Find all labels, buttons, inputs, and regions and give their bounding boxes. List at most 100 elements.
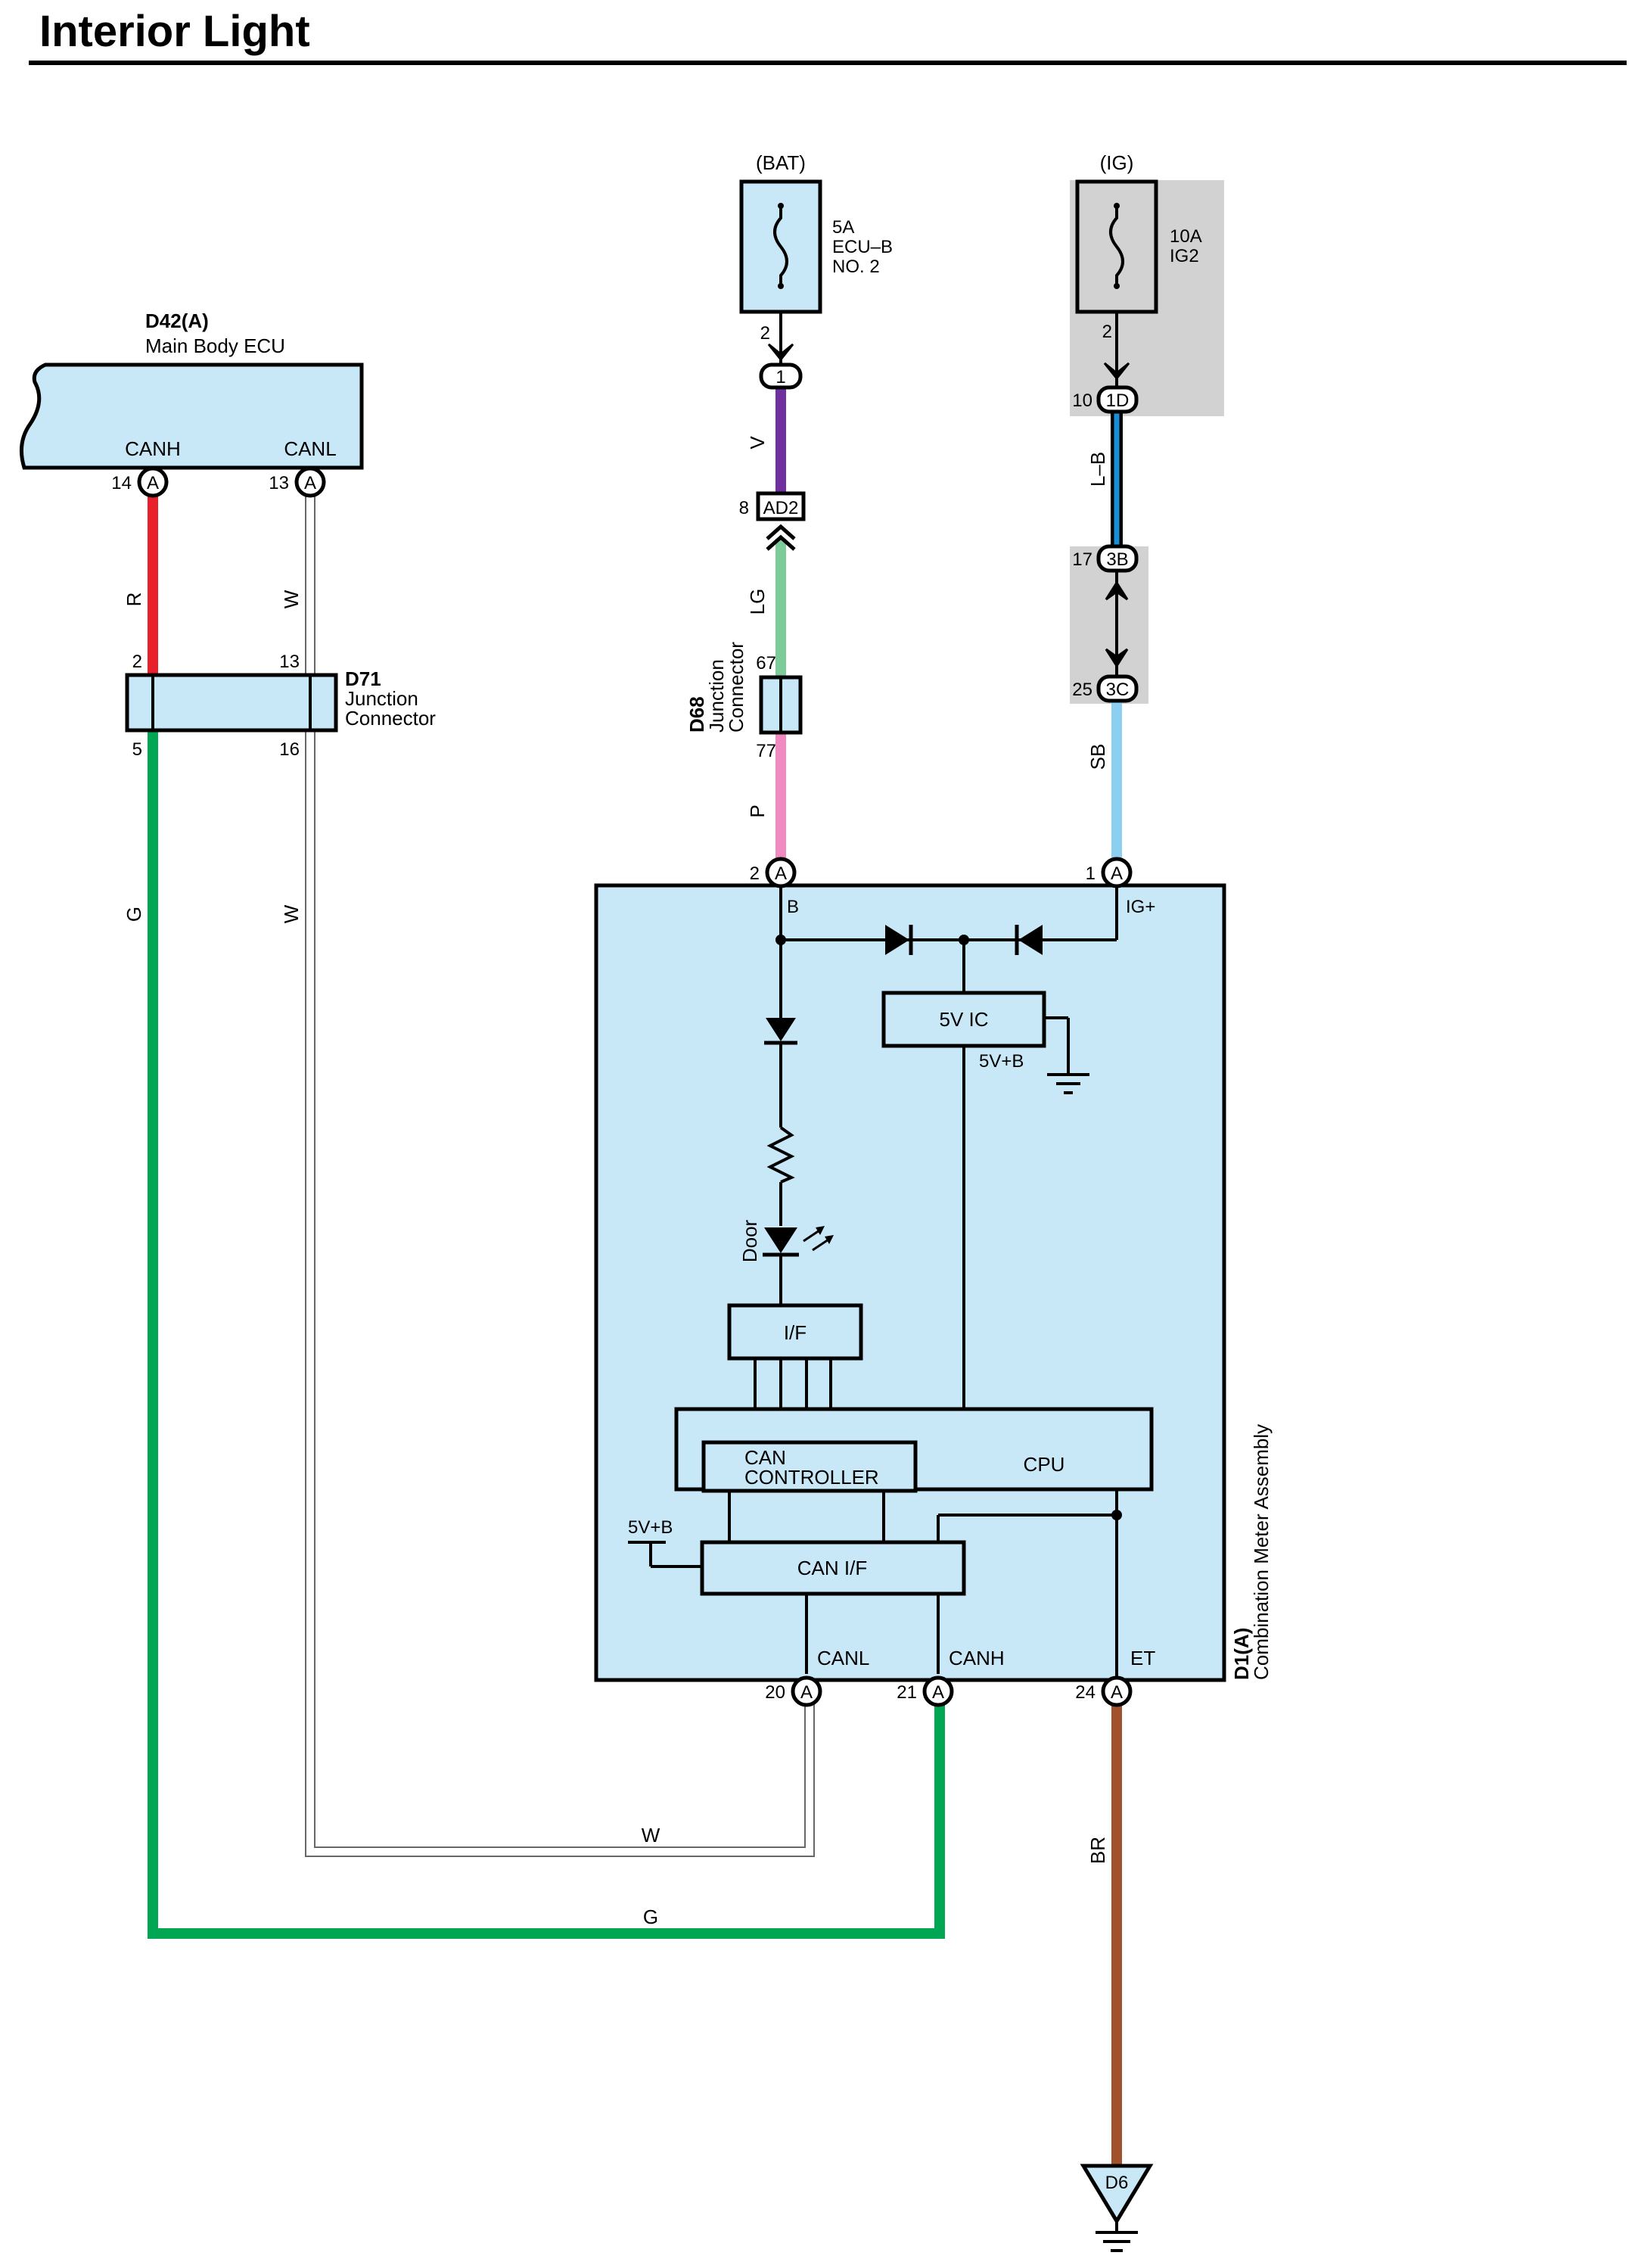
if-box xyxy=(727,1303,863,1361)
if-label: I/F xyxy=(784,1321,807,1344)
wire-label-w-bottom: W xyxy=(642,1824,660,1846)
led-icon xyxy=(763,1226,834,1257)
wire-label-g1: G xyxy=(123,907,145,922)
chevron-up-icon xyxy=(766,524,796,551)
d68-code: D68 xyxy=(685,696,708,733)
fuse-end-bottom xyxy=(1114,283,1120,289)
meter-canl-label: CANL xyxy=(817,1647,869,1669)
ecu-canh-pin: 14 xyxy=(111,473,132,493)
title-rule xyxy=(29,61,1627,65)
ig-conn-1d xyxy=(1096,385,1139,414)
d71-pin-bot-left: 5 xyxy=(132,739,142,760)
meter-pin-b-letter: A xyxy=(775,863,787,884)
ig-conn-3b-label: 3B xyxy=(1106,549,1128,570)
node-dot xyxy=(959,935,969,945)
ig-conn-3c-pin: 25 xyxy=(1072,680,1092,700)
connector-pin-icon: A xyxy=(1101,1675,1133,1707)
ground-triangle xyxy=(1080,2164,1154,2225)
meter-ig-label: IG+ xyxy=(1126,897,1155,917)
d71-name-2: Connector xyxy=(345,707,436,730)
five-v-ic-out-label: 5V+B xyxy=(979,1051,1024,1072)
meter-et-label: ET xyxy=(1130,1647,1155,1669)
can-controller-box xyxy=(701,1440,918,1493)
wire-label-lb: L–B xyxy=(1086,452,1109,487)
connector-pin-icon: A xyxy=(1101,857,1133,888)
meter-canh-label: CANH xyxy=(949,1647,1005,1669)
meter-pin-ig-num: 1 xyxy=(1086,863,1096,884)
d71-junction-box xyxy=(125,673,338,733)
can-if-vb-label: 5V+B xyxy=(628,1517,673,1538)
diode-icon xyxy=(885,925,913,955)
ig-conn-3c xyxy=(1096,674,1139,703)
ig-conn-1d-label: 1D xyxy=(1106,390,1130,411)
ig-fuse-amp: 10A xyxy=(1170,226,1202,247)
d71-name-1: Junction xyxy=(345,687,418,710)
d68-pin-bottom: 77 xyxy=(756,741,776,761)
connector-pin-icon: A xyxy=(137,466,169,498)
wire-label-sb: SB xyxy=(1086,744,1109,770)
meter-name: Combination Meter Assembly xyxy=(1250,1424,1273,1680)
can-if-box xyxy=(700,1540,966,1596)
ecu-code: D42(A) xyxy=(145,310,209,332)
door-label: Door xyxy=(738,1219,761,1262)
ig-label: (IG) xyxy=(1100,151,1134,174)
d68-pin-top: 67 xyxy=(756,653,776,674)
wire-label-g-bottom: G xyxy=(643,1906,658,1928)
wire-label-w2: W xyxy=(280,904,303,923)
bat-conn-ad2-label: AD2 xyxy=(763,498,799,518)
wire-label-br: BR xyxy=(1086,1837,1109,1864)
meter-pin-et-num: 24 xyxy=(1075,1682,1096,1703)
resistor-icon xyxy=(766,1126,795,1184)
page-title: Interior Light xyxy=(39,7,310,56)
ecu-canl-pin-letter: A xyxy=(304,473,316,493)
main-body-ecu-box xyxy=(19,362,364,470)
ecu-canl-label: CANL xyxy=(284,437,336,460)
fuse-end-top xyxy=(1114,203,1120,209)
diode-icon xyxy=(764,1018,797,1045)
chevron-down-icon xyxy=(1103,362,1130,381)
can-controller-label-1: CAN xyxy=(744,1446,786,1469)
bat-conn-1-label: 1 xyxy=(775,367,785,387)
bat-conn-1 xyxy=(759,362,803,390)
can-controller-label-2: CONTROLLER xyxy=(744,1466,879,1489)
d68-name-2: Connector xyxy=(725,642,747,733)
wire-label-r: R xyxy=(123,593,145,607)
ig-fuse-name: IG2 xyxy=(1170,246,1199,266)
wire-label-w1: W xyxy=(280,590,303,608)
chevron-up-icon xyxy=(1105,580,1129,601)
diode-icon xyxy=(1015,925,1043,955)
wire-g-loop xyxy=(148,730,945,1939)
d71-pin-bot-right: 16 xyxy=(279,739,300,760)
ig-conn-3b-pin: 17 xyxy=(1072,549,1092,570)
connector-pin-icon: A xyxy=(765,857,797,888)
meter-pin-canh-num: 21 xyxy=(897,1682,917,1703)
d71-pin-top-left: 2 xyxy=(132,652,142,672)
ig-fuse-pin: 2 xyxy=(1102,322,1112,342)
connector-pin-icon: A xyxy=(791,1675,822,1707)
meter-internal-wiring xyxy=(628,886,1118,1684)
ig-conn-1d-pin: 10 xyxy=(1072,390,1092,411)
fuse-end-top xyxy=(778,203,784,209)
wire-label-v: V xyxy=(746,436,769,450)
wire-label-lg: LG xyxy=(746,589,769,615)
d71-pin-top-right: 13 xyxy=(279,652,300,672)
bat-fuse-name2: NO. 2 xyxy=(832,257,880,277)
connector-pin-icon: A xyxy=(922,1675,954,1707)
meter-pin-canh-letter: A xyxy=(932,1682,944,1703)
meter-pin-ig-letter: A xyxy=(1111,863,1123,884)
connector-pin-icon: A xyxy=(294,466,326,498)
bat-fuse-pin: 2 xyxy=(760,323,770,344)
bat-fuse-amp: 5A xyxy=(832,217,854,238)
ground-icon xyxy=(1096,2221,1138,2252)
meter-pin-canl-letter: A xyxy=(800,1682,813,1703)
meter-pin-et-letter: A xyxy=(1111,1682,1123,1703)
wire-w-loop xyxy=(306,730,813,1856)
ig-conn-3c-label: 3C xyxy=(1106,680,1130,700)
chevron-down-icon xyxy=(767,343,794,362)
five-v-ic-label: 5V IC xyxy=(939,1008,988,1031)
node-dot xyxy=(1111,1510,1122,1520)
bat-label: (BAT) xyxy=(756,151,806,174)
ecu-canh-label: CANH xyxy=(125,437,181,460)
bat-conn-ad2-pin: 8 xyxy=(739,498,749,518)
